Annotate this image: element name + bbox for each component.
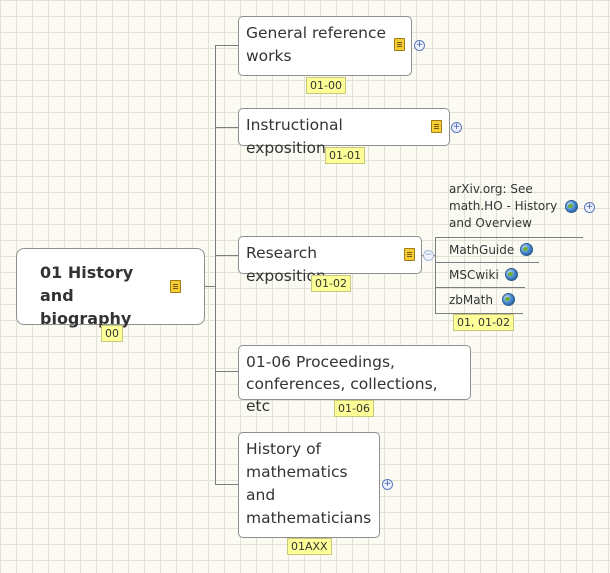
topic-code: 01-00	[306, 77, 346, 94]
topic-title: General reference works	[246, 24, 387, 65]
collapse-icon[interactable]: −	[423, 250, 434, 261]
topic-title: Research exposition	[246, 244, 326, 285]
globe-icon[interactable]	[502, 293, 515, 306]
topic-general-reference-works[interactable]: General reference works	[238, 16, 412, 76]
connector-general	[215, 45, 238, 46]
link-underline	[435, 287, 525, 288]
expand-icon[interactable]: +	[584, 202, 595, 213]
topic-code: 00	[101, 325, 123, 342]
globe-icon[interactable]	[565, 200, 578, 213]
connector-instructional	[215, 127, 238, 128]
topic-code: 01AXX	[287, 538, 332, 555]
link-label: arXiv.org: See math.HO - History and Ove…	[449, 182, 558, 230]
note-icon[interactable]	[431, 120, 442, 133]
connector-history	[215, 484, 238, 485]
central-topic[interactable]: 01 History and biography	[16, 248, 205, 328]
topic-title: History of mathematics and mathematician…	[246, 440, 372, 527]
expand-icon[interactable]: +	[382, 479, 393, 490]
topic-proceedings[interactable]: 01-06 Proceedings, conferences, collecti…	[238, 345, 471, 415]
topic-code: 01-06	[334, 400, 374, 417]
link-label: MSCwiki	[449, 268, 499, 282]
topic-history-of-mathematics[interactable]: History of mathematics and mathematician…	[238, 432, 380, 538]
link-label: MathGuide	[449, 243, 515, 257]
topic-research-exposition[interactable]: Research exposition	[238, 236, 422, 285]
connector-links-trunk	[435, 237, 436, 313]
connector-proceedings	[215, 371, 238, 372]
topic-title: 01-06 Proceedings, conferences, collecti…	[246, 353, 438, 415]
globe-icon[interactable]	[520, 243, 533, 256]
topic-instructional-exposition[interactable]: Instructional exposition	[238, 108, 450, 157]
central-topic-title: 01 History and biography	[40, 263, 134, 328]
topic-code: 01-01	[325, 147, 365, 164]
note-icon[interactable]	[394, 38, 405, 51]
link-zbmath[interactable]: zbMath	[449, 292, 493, 309]
connector-central	[204, 286, 215, 287]
topic-code: 01-02	[311, 275, 351, 292]
link-mscwiki[interactable]: MSCwiki	[449, 267, 499, 284]
links-code: 01, 01-02	[453, 314, 514, 331]
link-underline	[435, 237, 583, 238]
connector-trunk	[215, 45, 216, 484]
expand-icon[interactable]: +	[451, 122, 462, 133]
link-mathguide[interactable]: MathGuide	[449, 242, 514, 259]
topic-title: Instructional exposition	[246, 116, 343, 157]
note-icon[interactable]	[170, 280, 181, 293]
expand-icon[interactable]: +	[414, 40, 425, 51]
link-underline	[435, 262, 539, 263]
connector-research	[215, 255, 238, 256]
link-label: zbMath	[449, 293, 493, 307]
globe-icon[interactable]	[505, 268, 518, 281]
link-arxiv[interactable]: arXiv.org: See math.HO - History and Ove…	[449, 181, 559, 232]
note-icon[interactable]	[404, 248, 415, 261]
link-underline	[435, 313, 523, 314]
